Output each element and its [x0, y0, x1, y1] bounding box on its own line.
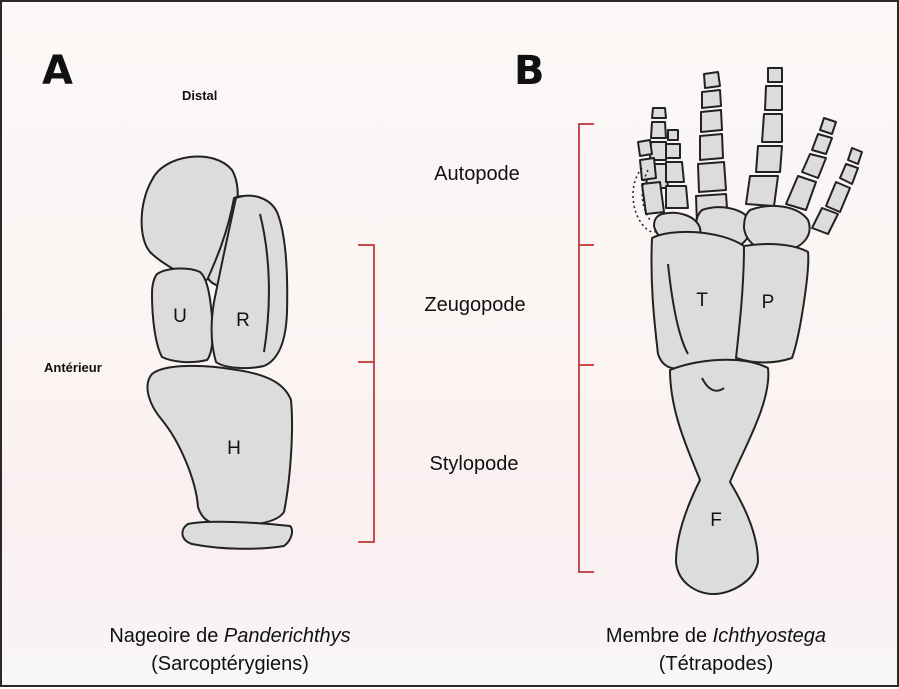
bone-label-h: H: [227, 438, 241, 459]
caption-b-line1: Membre de Ichthyostega: [606, 625, 826, 647]
digit-6: [786, 118, 836, 210]
phalanx: [848, 148, 862, 164]
phalanx: [840, 164, 858, 184]
phalanx: [700, 134, 723, 160]
bone-label-t: T: [696, 290, 708, 311]
caption-b-line2: (Tétrapodes): [659, 653, 774, 675]
digit-5: [746, 68, 782, 206]
region-brackets: [358, 124, 594, 572]
ichthyostega-limb: T P F: [633, 68, 862, 594]
zeugopode-label: Zeugopode: [424, 294, 525, 316]
phalanx: [651, 122, 666, 138]
phalanx: [820, 118, 836, 134]
panel-a-letter: A: [42, 48, 73, 94]
bracket-a: [358, 245, 374, 542]
phalanx: [698, 162, 726, 192]
bone-label-p: P: [762, 292, 775, 313]
phalanx: [668, 130, 678, 140]
caption-a-line1: Nageoire de Panderichthys: [109, 625, 350, 647]
phalanx: [640, 158, 656, 180]
autopode-label: Autopode: [434, 163, 520, 185]
digit-4: [696, 72, 728, 224]
metacarpal: [812, 208, 838, 234]
bone-label-r: R: [236, 310, 250, 331]
bone-label-f: F: [710, 510, 722, 531]
stylopode-label: Stylopode: [430, 453, 519, 475]
bracket-b: [579, 124, 594, 572]
phalanx: [765, 86, 782, 110]
phalanx: [666, 144, 680, 158]
girdle-bone: [182, 522, 292, 549]
metacarpal: [786, 176, 816, 210]
distal-label: Distal: [182, 88, 217, 103]
phalanx: [812, 134, 832, 154]
metacarpal: [746, 176, 778, 206]
phalanx: [701, 110, 722, 132]
phalanx: [826, 182, 850, 212]
phalanx: [638, 140, 652, 156]
digit-2: [666, 130, 688, 208]
phalanx: [702, 90, 721, 108]
phalanx: [802, 154, 826, 178]
femur-bone: [670, 360, 768, 594]
phalanx: [768, 68, 782, 82]
phalanx: [704, 72, 720, 88]
panel-b-letter: B: [514, 48, 545, 94]
humerus-bone: [147, 366, 292, 525]
phalanx: [756, 146, 782, 172]
caption-a-line2: (Sarcoptérygiens): [151, 653, 309, 675]
phalanx: [652, 108, 666, 118]
panderichthys-fin: U R H: [142, 157, 292, 549]
anterior-label: Antérieur: [44, 360, 102, 375]
bone-label-u: U: [173, 306, 187, 327]
phalanx: [666, 162, 684, 182]
phalanx: [762, 114, 782, 142]
metacarpal: [666, 186, 688, 208]
